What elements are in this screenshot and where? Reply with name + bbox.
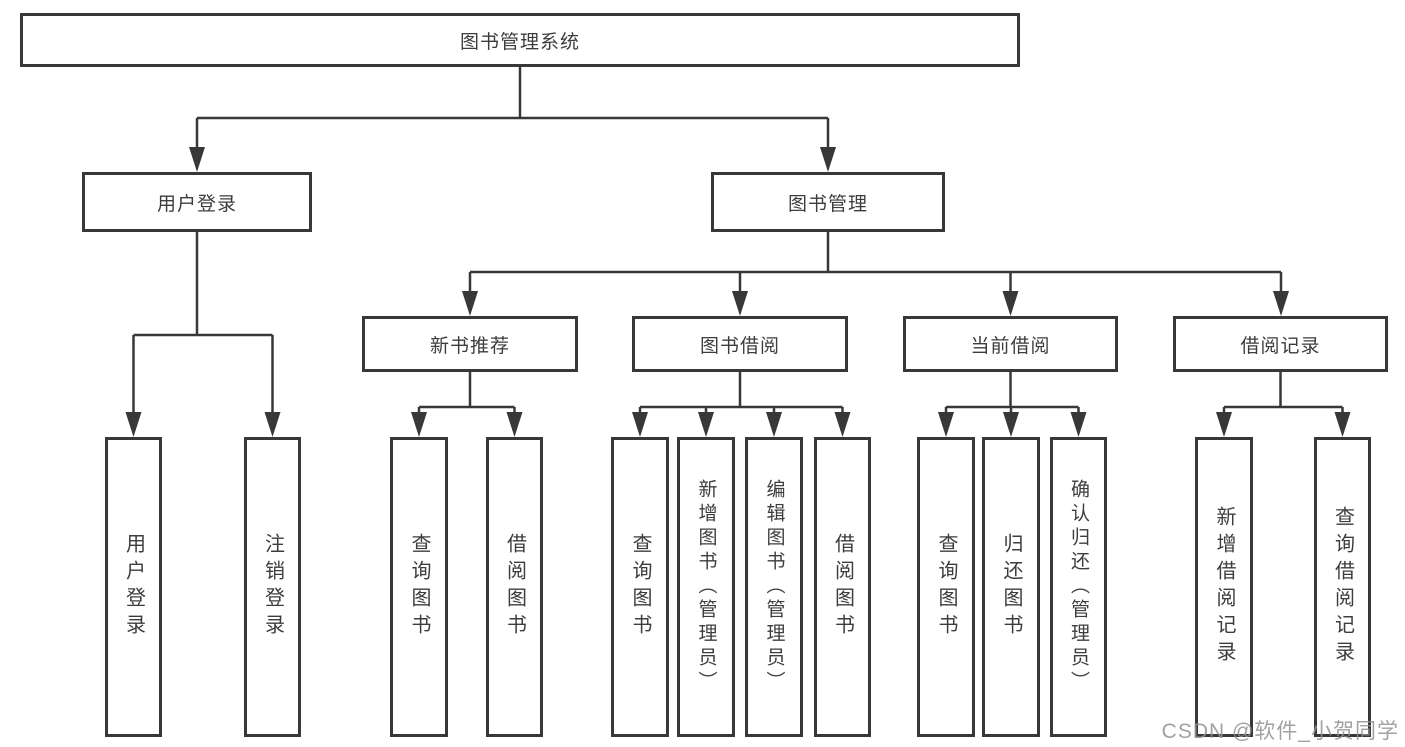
node-label: 查询图书 (408, 533, 430, 641)
leaf-query-books-current: 查询图书 (917, 437, 975, 737)
node-label: 新增图书（管理员） (695, 479, 717, 695)
leaf-edit-books-admin: 编辑图书（管理员） (745, 437, 803, 737)
leaf-query-books-borrowing: 查询图书 (611, 437, 669, 737)
node-label: 注销登录 (261, 533, 284, 641)
node-label: 新书推荐 (429, 335, 510, 357)
leaf-return-books: 归还图书 (982, 437, 1040, 737)
leaf-add-books-admin: 新增图书（管理员） (677, 437, 735, 737)
node-label: 用户登录 (156, 193, 237, 215)
node-label: 图书借阅 (699, 335, 780, 357)
node-new-book-recommend: 新书推荐 (362, 316, 578, 372)
node-library-management-system: 图书管理系统 (20, 13, 1020, 67)
node-label: 新增借阅记录 (1213, 506, 1235, 668)
node-label: 用户登录 (122, 533, 145, 641)
node-label: 图书管理 (787, 193, 868, 215)
node-label: 图书管理系统 (459, 31, 580, 53)
node-label: 借阅图书 (503, 533, 526, 641)
leaf-query-books-recommend: 查询图书 (390, 437, 448, 737)
leaf-query-borrow-record: 查询借阅记录 (1314, 437, 1371, 737)
leaf-add-borrow-record: 新增借阅记录 (1195, 437, 1253, 737)
node-label: 当前借阅 (970, 335, 1051, 357)
node-label: 编辑图书（管理员） (763, 479, 785, 695)
csdn-watermark: CSDN @软件_小贺同学 (1161, 720, 1399, 743)
node-current-borrowing: 当前借阅 (903, 316, 1118, 372)
node-label: 归还图书 (1000, 533, 1022, 641)
node-book-borrowing: 图书借阅 (632, 316, 848, 372)
leaf-borrow-books-recommend: 借阅图书 (486, 437, 543, 737)
leaf-borrow-books: 借阅图书 (814, 437, 871, 737)
node-label: 查询借阅记录 (1331, 506, 1354, 668)
node-borrowing-records: 借阅记录 (1173, 316, 1388, 372)
leaf-logout: 注销登录 (244, 437, 301, 737)
node-user-login: 用户登录 (82, 172, 312, 232)
leaf-user-login: 用户登录 (105, 437, 162, 737)
node-label: 查询图书 (935, 533, 957, 641)
leaf-confirm-return-admin: 确认归还（管理员） (1050, 437, 1107, 737)
node-label: 确认归还（管理员） (1068, 479, 1089, 695)
node-label: 查询图书 (629, 533, 651, 641)
node-label: 借阅记录 (1240, 335, 1321, 357)
node-book-management: 图书管理 (711, 172, 945, 232)
node-label: 借阅图书 (831, 533, 854, 641)
